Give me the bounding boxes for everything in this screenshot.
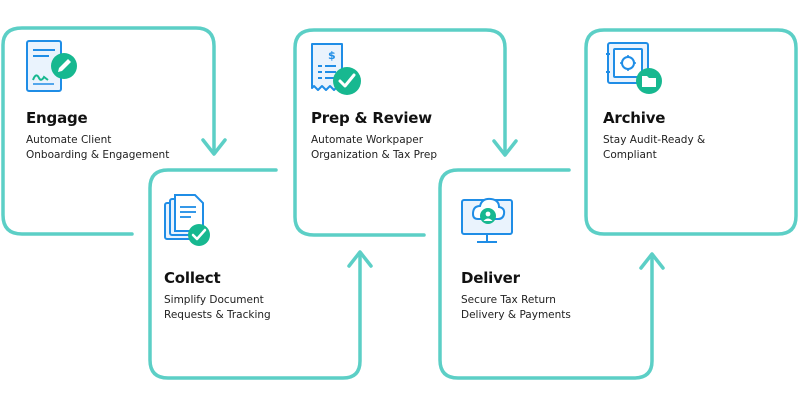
step-description-line1: Automate Workpaper bbox=[311, 134, 424, 146]
svg-text:$: $ bbox=[328, 49, 336, 62]
deliver-box-outline bbox=[438, 168, 654, 380]
collect-box-outline bbox=[148, 168, 362, 380]
archive-box-outline bbox=[584, 28, 798, 236]
step-description-line1: Simplify Document bbox=[164, 294, 264, 306]
step-description-line2: Onboarding & Engagement bbox=[26, 149, 170, 161]
engage-arrow-head bbox=[201, 138, 227, 156]
signed-document-pencil-icon bbox=[26, 40, 77, 92]
step-description-line2: Requests & Tracking bbox=[164, 309, 271, 321]
step-description-line2: Compliant bbox=[603, 149, 657, 161]
step-title: Deliver bbox=[461, 269, 520, 287]
step-archive: Archive Stay Audit-Ready & Compliant bbox=[603, 109, 783, 163]
prep-box-outline bbox=[293, 28, 507, 237]
step-title: Engage bbox=[26, 109, 88, 127]
cloud-monitor-user-icon bbox=[461, 197, 513, 243]
prep-arrow-head bbox=[492, 139, 518, 157]
step-description-line2: Delivery & Payments bbox=[461, 309, 571, 321]
step-description-line1: Automate Client bbox=[26, 134, 112, 146]
step-description-line1: Secure Tax Return bbox=[461, 294, 556, 306]
step-title: Collect bbox=[164, 269, 221, 287]
document-stack-check-icon bbox=[164, 194, 210, 246]
collect-arrow-head bbox=[347, 250, 373, 268]
receipt-check-icon: $ bbox=[311, 43, 361, 95]
step-title: Archive bbox=[603, 109, 666, 127]
vault-folder-icon bbox=[606, 42, 662, 94]
step-description-line1: Stay Audit-Ready & bbox=[603, 134, 706, 146]
deliver-arrow-head bbox=[639, 252, 665, 270]
step-description-line2: Organization & Tax Prep bbox=[311, 149, 438, 161]
step-title: Prep & Review bbox=[311, 109, 432, 127]
engage-box-outline bbox=[1, 26, 216, 236]
